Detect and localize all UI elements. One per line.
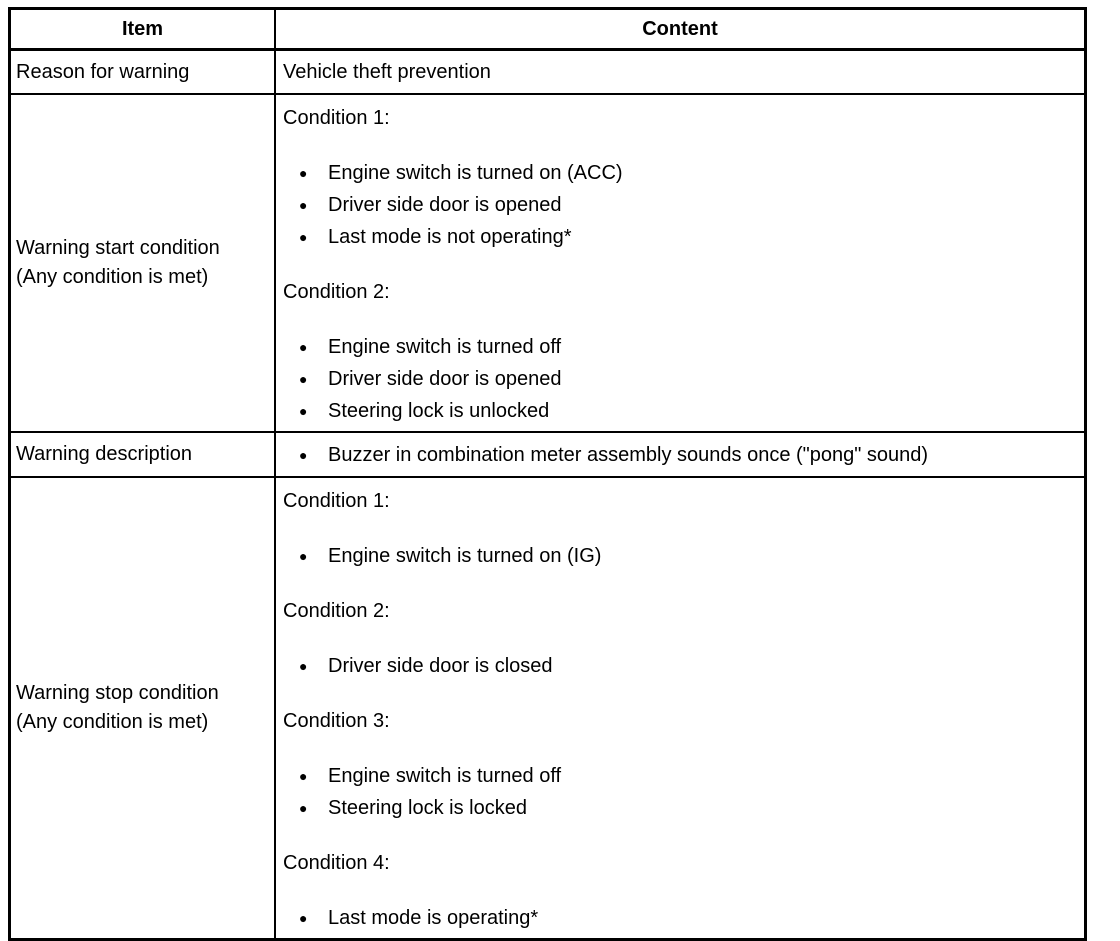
bullet-item: ● Engine switch is turned off (283, 760, 1080, 792)
row-item-label: Warning description (11, 433, 276, 476)
bullet-icon: ● (299, 197, 308, 213)
bullet-text: Last mode is not operating* (328, 226, 572, 248)
condition-bullet-list: ● Buzzer in combination meter assembly s… (283, 439, 1080, 471)
table-row-warning-stop-condition: Warning stop condition (Any condition is… (11, 476, 1084, 938)
row-content-cell: ● Buzzer in combination meter assembly s… (276, 433, 1084, 476)
bullet-item: ● Engine switch is turned on (ACC) (283, 157, 1080, 189)
bullet-item: ● Driver side door is closed (283, 650, 1080, 682)
bullet-icon: ● (299, 548, 308, 564)
row-item-label: Warning stop condition (Any condition is… (11, 478, 276, 938)
condition-heading: Condition 2: (283, 281, 390, 303)
row-content-cell: Vehicle theft prevention (276, 51, 1084, 93)
condition-heading: Condition 1: (283, 490, 390, 512)
row-content-cell: Condition 1: ● Engine switch is turned o… (276, 478, 1084, 938)
bullet-icon: ● (299, 446, 308, 463)
bullet-icon: ● (299, 910, 308, 926)
row-item-label: Reason for warning (11, 51, 276, 93)
column-header-item: Item (11, 10, 276, 48)
bullet-icon: ● (299, 768, 308, 784)
warning-spec-table: Item Content Reason for warning Vehicle … (8, 7, 1087, 941)
bullet-icon: ● (299, 403, 308, 419)
condition-bullet-list: ● Driver side door is closed (283, 650, 1080, 682)
bullet-text: Engine switch is turned on (ACC) (328, 162, 623, 184)
condition-heading: Condition 1: (283, 107, 390, 129)
bullet-icon: ● (299, 371, 308, 387)
condition-bullet-list: ● Engine switch is turned on (ACC) ● Dri… (283, 157, 1080, 253)
bullet-icon: ● (299, 165, 308, 181)
condition-bullet-list: ● Last mode is operating* (283, 902, 1080, 934)
bullet-item: ● Buzzer in combination meter assembly s… (283, 439, 1080, 471)
bullet-text: Driver side door is closed (328, 655, 553, 677)
bullet-item: ● Steering lock is locked (283, 792, 1080, 824)
condition-heading: Condition 3: (283, 710, 390, 732)
row-content-cell: Condition 1: ● Engine switch is turned o… (276, 95, 1084, 431)
condition-heading: Condition 2: (283, 600, 390, 622)
table-row-reason-for-warning: Reason for warning Vehicle theft prevent… (11, 48, 1084, 93)
bullet-text: Engine switch is turned on (IG) (328, 545, 602, 567)
bullet-text: Steering lock is unlocked (328, 400, 550, 422)
bullet-icon: ● (299, 800, 308, 816)
bullet-text: Buzzer in combination meter assembly sou… (328, 443, 929, 466)
bullet-icon: ● (299, 658, 308, 674)
bullet-item: ● Engine switch is turned on (IG) (283, 540, 1080, 572)
bullet-text: Driver side door is opened (328, 194, 562, 216)
condition-bullet-list: ● Engine switch is turned off ● Driver s… (283, 331, 1080, 427)
content-text: Vehicle theft prevention (283, 61, 491, 83)
condition-bullet-list: ● Engine switch is turned on (IG) (283, 540, 1080, 572)
bullet-item: ● Steering lock is unlocked (283, 395, 1080, 427)
table-header-row: Item Content (11, 10, 1084, 48)
bullet-icon: ● (299, 229, 308, 245)
bullet-item: ● Last mode is operating* (283, 902, 1080, 934)
column-header-content: Content (642, 17, 718, 40)
table-row-warning-description: Warning description ● Buzzer in combinat… (11, 431, 1084, 476)
bullet-text: Engine switch is turned off (328, 765, 562, 787)
bullet-item: ● Last mode is not operating* (283, 221, 1080, 253)
bullet-text: Engine switch is turned off (328, 336, 562, 358)
table-row-warning-start-condition: Warning start condition (Any condition i… (11, 93, 1084, 431)
bullet-text: Steering lock is locked (328, 797, 527, 819)
bullet-text: Driver side door is opened (328, 368, 562, 390)
condition-bullet-list: ● Engine switch is turned off ● Steering… (283, 760, 1080, 824)
bullet-item: ● Driver side door is opened (283, 363, 1080, 395)
bullet-item: ● Driver side door is opened (283, 189, 1080, 221)
bullet-icon: ● (299, 339, 308, 355)
bullet-text: Last mode is operating* (328, 907, 539, 929)
row-item-label: Warning start condition (Any condition i… (11, 95, 276, 431)
bullet-item: ● Engine switch is turned off (283, 331, 1080, 363)
condition-heading: Condition 4: (283, 852, 390, 874)
